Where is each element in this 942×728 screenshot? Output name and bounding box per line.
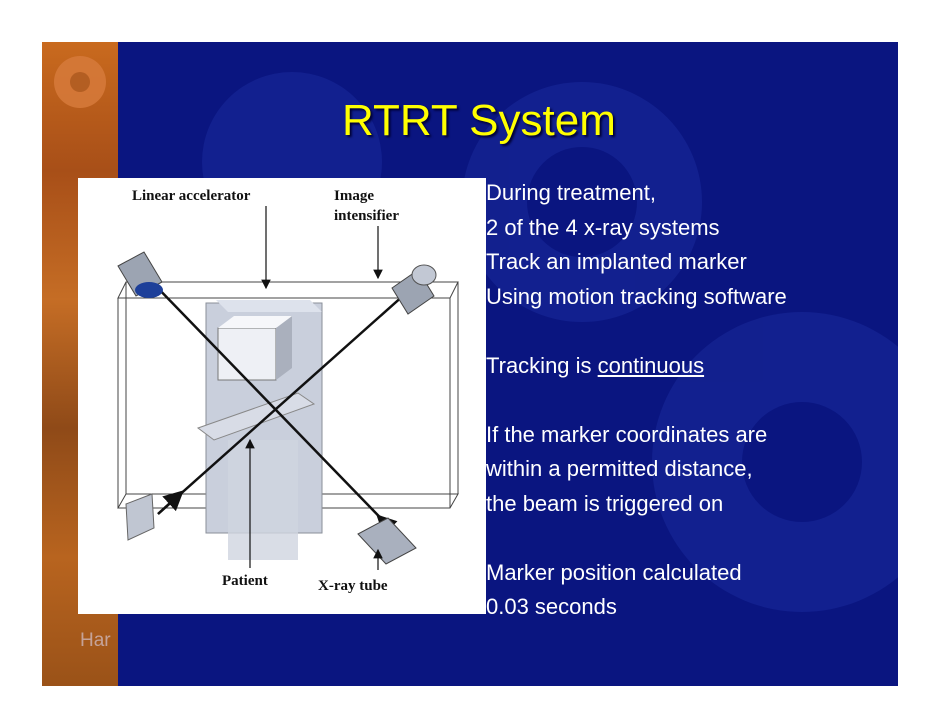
frame-box [117, 281, 459, 509]
text-line: 0.03 seconds [486, 594, 617, 619]
text-line: Track an implanted marker [486, 249, 747, 274]
text-line: 2 of the 4 x-ray systems [486, 214, 720, 240]
slide: RTRT System Linear accelerator Image int… [42, 42, 898, 686]
text-line: within a permitted distance, [486, 456, 753, 481]
label-linear-accelerator: Linear accelerator [132, 188, 251, 204]
continuous-link[interactable]: continuous [597, 352, 705, 378]
xray-tube-right [357, 517, 417, 565]
background-gears [54, 56, 898, 612]
blank-line [486, 383, 886, 418]
text-span: Tracking is [486, 352, 598, 378]
body-text: During treatment, 2 of the 4 x-ray syste… [486, 176, 886, 625]
label-xray-tube: X-ray tube [318, 578, 388, 594]
text-line: the beam is triggered on [486, 490, 724, 516]
label-patient: Patient [222, 573, 268, 589]
xray-tube-left [125, 493, 155, 541]
image-intensifier-left [117, 251, 163, 298]
linac-pillar [196, 300, 323, 560]
footer-text: Har [80, 630, 111, 651]
image-intensifier-right [391, 264, 437, 315]
label-image: Image [334, 188, 374, 204]
text-line: During treatment, [486, 180, 656, 205]
beam-line [157, 277, 424, 515]
label-intensifier: intensifier [334, 208, 399, 224]
blank-line [486, 521, 886, 556]
text-line: Using motion tracking software [486, 283, 787, 309]
blank-line [486, 314, 886, 349]
slide-title: RTRT System [342, 96, 616, 145]
text-line: If the marker coordinates are [486, 421, 768, 447]
text-line: Tracking is continuous [486, 349, 886, 384]
text-line: Marker position calculated [486, 559, 742, 585]
rtrt-diagram: Linear accelerator Image intensifier Pat… [78, 178, 486, 614]
